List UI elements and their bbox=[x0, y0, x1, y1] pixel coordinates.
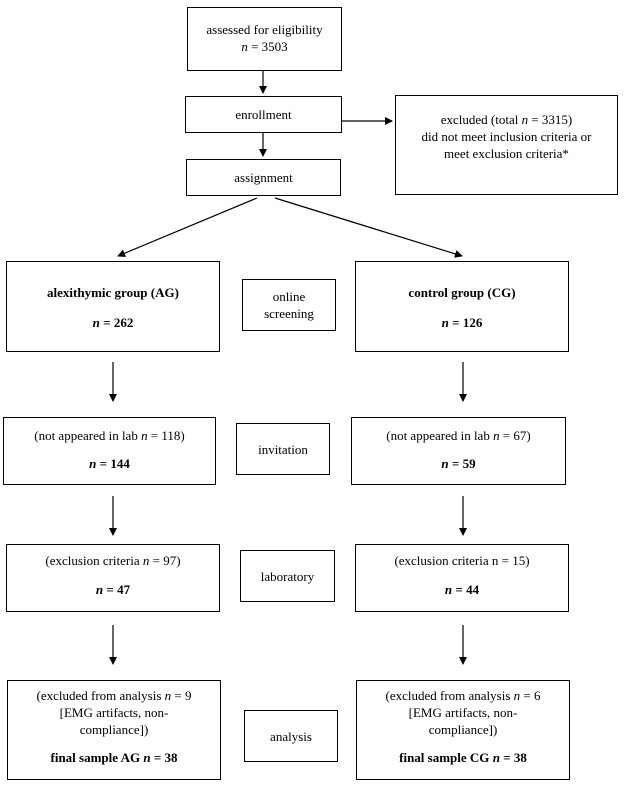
excluded-total: excluded (total n = 3315) bbox=[440, 112, 573, 127]
cg-laboratory-note: (exclusion criteria n = 15) bbox=[394, 553, 530, 568]
cg-group-title: control group (CG) bbox=[408, 285, 516, 300]
ag-invitation-note: (not appeared in lab n = 118) bbox=[34, 428, 185, 443]
analysis-label: analysis bbox=[270, 729, 312, 744]
enrollment-box: enrollment bbox=[185, 96, 342, 133]
ag-analysis-note-2: [EMG artifacts, non- bbox=[59, 705, 169, 720]
assessed-box: assessed for eligibility n = 3503 bbox=[187, 7, 342, 71]
arrow-assignment-to-cg bbox=[274, 197, 463, 258]
invitation-label: invitation bbox=[258, 442, 308, 457]
online-screening-box: online screening bbox=[242, 279, 336, 331]
cg-invitation-note: (not appeared in lab n = 67) bbox=[386, 428, 531, 443]
assignment-label: assignment bbox=[234, 170, 293, 185]
assessed-count: n = 3503 bbox=[241, 39, 288, 54]
cg-group-box: control group (CG) n = 126 bbox=[355, 261, 569, 352]
assessed-label: assessed for eligibility bbox=[206, 22, 323, 37]
cg-final-sample: final sample CG n = 38 bbox=[399, 750, 527, 765]
cg-invitation-count: n = 59 bbox=[441, 456, 476, 471]
cg-invitation-box: (not appeared in lab n = 67) n = 59 bbox=[351, 417, 566, 485]
excluded-box: excluded (total n = 3315) did not meet i… bbox=[395, 95, 618, 195]
cg-laboratory-count: n = 44 bbox=[444, 582, 480, 597]
ag-laboratory-count: n = 47 bbox=[95, 582, 131, 597]
laboratory-label: laboratory bbox=[260, 569, 315, 584]
ag-invitation-count: n = 144 bbox=[89, 456, 130, 471]
invitation-box: invitation bbox=[236, 423, 330, 475]
analysis-box: analysis bbox=[244, 710, 338, 762]
ag-final-sample: final sample AG n = 38 bbox=[50, 750, 178, 765]
cg-analysis-note-3: compliance]) bbox=[428, 722, 498, 737]
ag-group-count: n = 262 bbox=[92, 315, 134, 330]
ag-group-box: alexithymic group (AG) n = 262 bbox=[6, 261, 220, 352]
excluded-reason-2: meet exclusion criteria* bbox=[444, 146, 569, 161]
ag-analysis-box: (excluded from analysis n = 9 [EMG artif… bbox=[7, 680, 221, 780]
cg-group-count: n = 126 bbox=[441, 315, 483, 330]
online-screening-line1: online bbox=[272, 289, 306, 304]
laboratory-box: laboratory bbox=[240, 550, 335, 602]
cg-analysis-note-2: [EMG artifacts, non- bbox=[408, 705, 518, 720]
online-screening-line2: screening bbox=[264, 306, 314, 321]
ag-laboratory-note: (exclusion criteria n = 97) bbox=[45, 553, 181, 568]
excluded-reason-1: did not meet inclusion criteria or bbox=[421, 129, 592, 144]
cg-analysis-note-1: (excluded from analysis n = 6 bbox=[385, 688, 541, 703]
cg-laboratory-box: (exclusion criteria n = 15) n = 44 bbox=[355, 544, 569, 612]
ag-analysis-note-3: compliance]) bbox=[79, 722, 149, 737]
cg-analysis-box: (excluded from analysis n = 6 [EMG artif… bbox=[356, 680, 570, 780]
enrollment-label: enrollment bbox=[235, 107, 292, 122]
ag-invitation-box: (not appeared in lab n = 118) n = 144 bbox=[3, 417, 216, 485]
assignment-box: assignment bbox=[186, 159, 341, 196]
ag-laboratory-box: (exclusion criteria n = 97) n = 47 bbox=[6, 544, 220, 612]
ag-analysis-note-1: (excluded from analysis n = 9 bbox=[36, 688, 192, 703]
ag-group-title: alexithymic group (AG) bbox=[47, 285, 179, 300]
arrow-assignment-to-ag bbox=[117, 197, 258, 257]
